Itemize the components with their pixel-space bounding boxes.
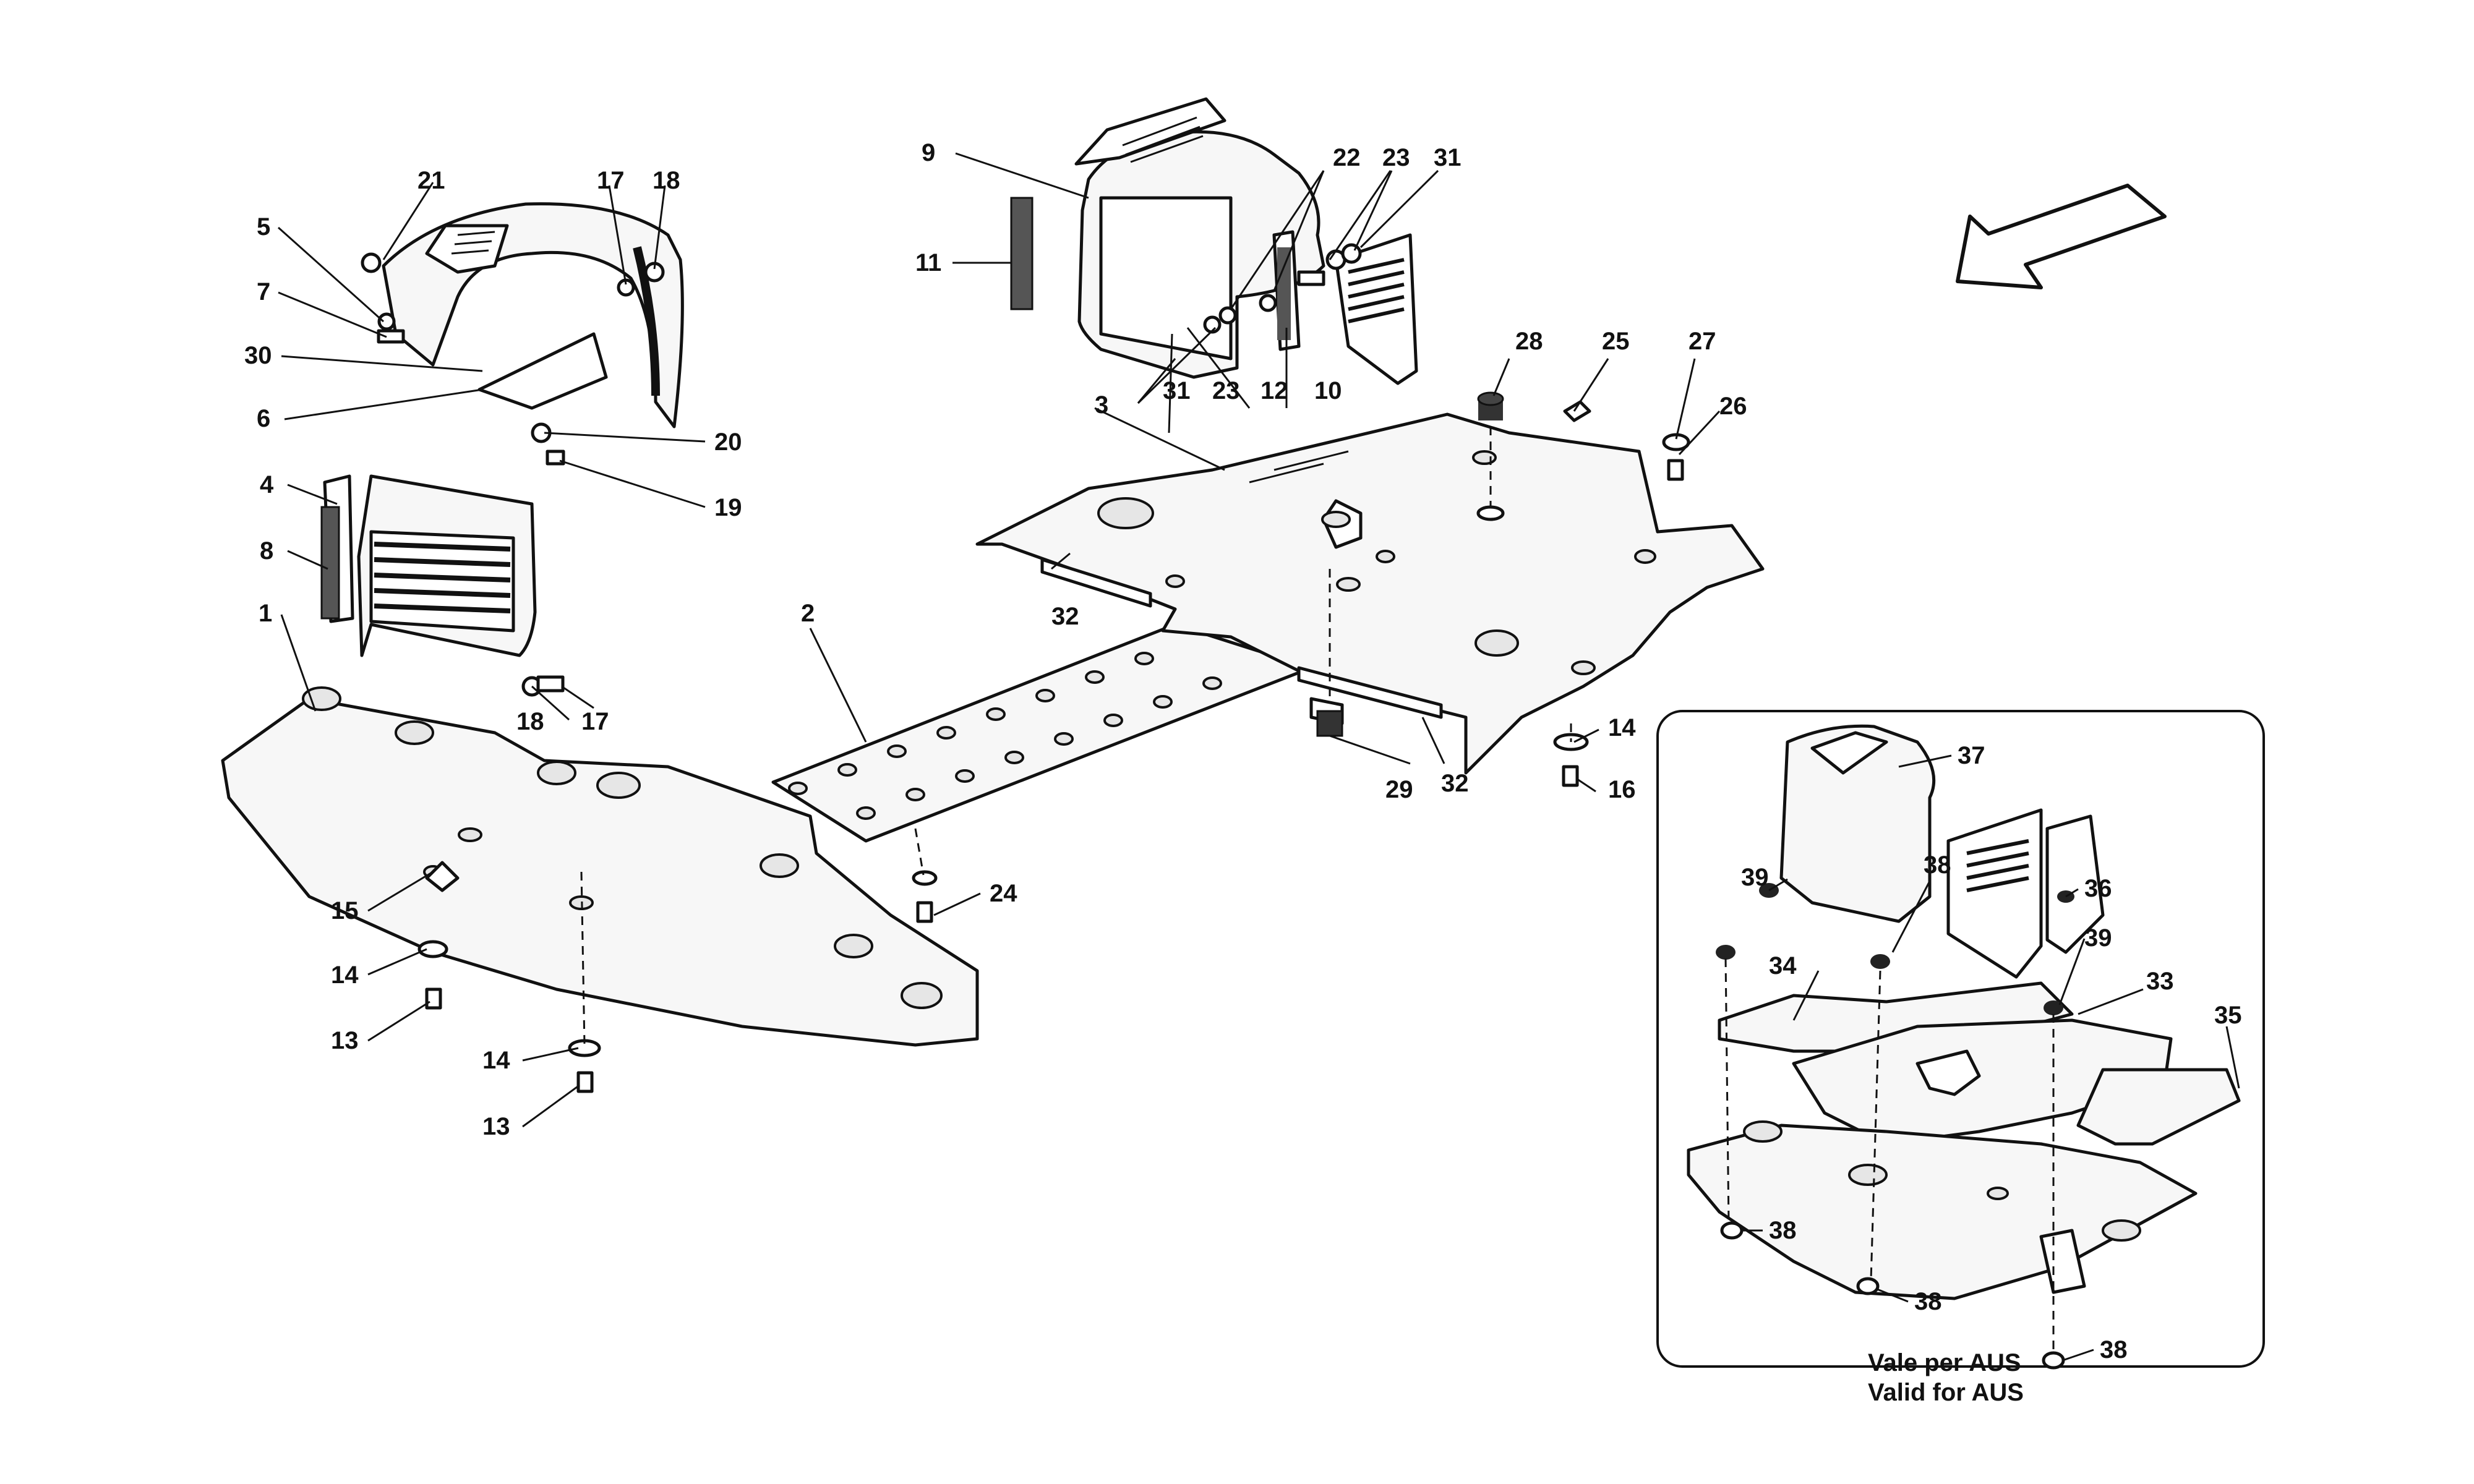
callout-18-bottom: 18 (516, 708, 544, 735)
callout-25: 25 (1602, 328, 1630, 355)
callout-30: 30 (244, 342, 272, 369)
callout-1: 1 (259, 600, 272, 627)
callout-38-top: 38 (1924, 851, 1951, 879)
callout-14-mid: 14 (482, 1047, 510, 1074)
left-fasteners (417, 828, 938, 1093)
callout-29: 29 (1385, 776, 1413, 803)
callout-31-top: 31 (1434, 144, 1462, 171)
callout-28: 28 (1515, 328, 1543, 355)
callout-26: 26 (1719, 393, 1747, 420)
callout-17-bottom: 17 (581, 708, 609, 735)
center-undertray-plate (771, 623, 1313, 843)
callout-21: 21 (417, 167, 445, 194)
callout-7: 7 (257, 278, 270, 305)
callout-2: 2 (801, 600, 815, 627)
callout-6: 6 (257, 405, 270, 432)
callout-31-bottom: 31 (1163, 377, 1191, 404)
callout-10: 10 (1314, 377, 1342, 404)
callout-22: 22 (1333, 144, 1361, 171)
callout-32-left: 32 (1051, 603, 1079, 630)
rear-wheelhouse-liner (1074, 97, 1325, 379)
callout-16: 16 (1608, 776, 1636, 803)
callout-14-rear: 14 (1608, 714, 1636, 741)
callout-4: 4 (260, 471, 274, 498)
callout-13-left: 13 (331, 1027, 359, 1054)
callout-39-right: 39 (2084, 924, 2112, 952)
callout-5: 5 (257, 213, 270, 241)
front-wheelhouse-liner (382, 202, 684, 429)
left-side-vent-grille (320, 474, 565, 697)
callout-8: 8 (260, 537, 273, 565)
callout-23-top: 23 (1382, 144, 1410, 171)
callout-33: 33 (2146, 968, 2174, 995)
callout-15: 15 (331, 897, 359, 924)
direction-arrow-icon (1956, 184, 2167, 289)
callout-35: 35 (2214, 1002, 2242, 1029)
callout-37: 37 (1958, 742, 1985, 769)
callout-38-mid: 38 (1769, 1217, 1797, 1244)
callout-27: 27 (1689, 328, 1716, 355)
aus-variant-inset (1656, 710, 2265, 1370)
rear-fasteners (1476, 391, 1690, 787)
rear-undertray (975, 412, 1765, 775)
front-undertray (221, 686, 979, 1047)
callout-labels: 21 5 7 30 6 17 18 20 19 4 8 1 2 18 17 15… (244, 139, 2242, 1406)
rear-wheelhouse-hardware (1010, 197, 1418, 385)
inset-note-line2: Valid for AUS (1868, 1379, 2024, 1406)
callout-24: 24 (990, 880, 1017, 907)
rear-rails (1040, 558, 1443, 737)
callout-11: 11 (915, 249, 941, 276)
callout-18-top: 18 (653, 167, 680, 194)
callout-23-bottom: 23 (1212, 377, 1240, 404)
callout-19: 19 (714, 494, 742, 521)
callout-3: 3 (1095, 391, 1108, 419)
callout-32-right: 32 (1441, 770, 1469, 797)
callout-34: 34 (1769, 952, 1797, 979)
callout-20: 20 (714, 429, 742, 456)
callout-12: 12 (1261, 377, 1288, 404)
callout-9: 9 (922, 139, 935, 166)
callout-13-mid: 13 (482, 1113, 510, 1140)
callout-39-left: 39 (1741, 864, 1769, 891)
callout-14-left: 14 (331, 962, 359, 989)
callout-38-bottom: 38 (2100, 1336, 2128, 1363)
leader-lines (278, 152, 2240, 1362)
callout-38-low: 38 (1914, 1288, 1942, 1315)
inset-note-line1: Vale per AUS (1868, 1349, 2021, 1376)
callout-36: 36 (2084, 875, 2112, 902)
callout-17-top: 17 (597, 167, 625, 194)
